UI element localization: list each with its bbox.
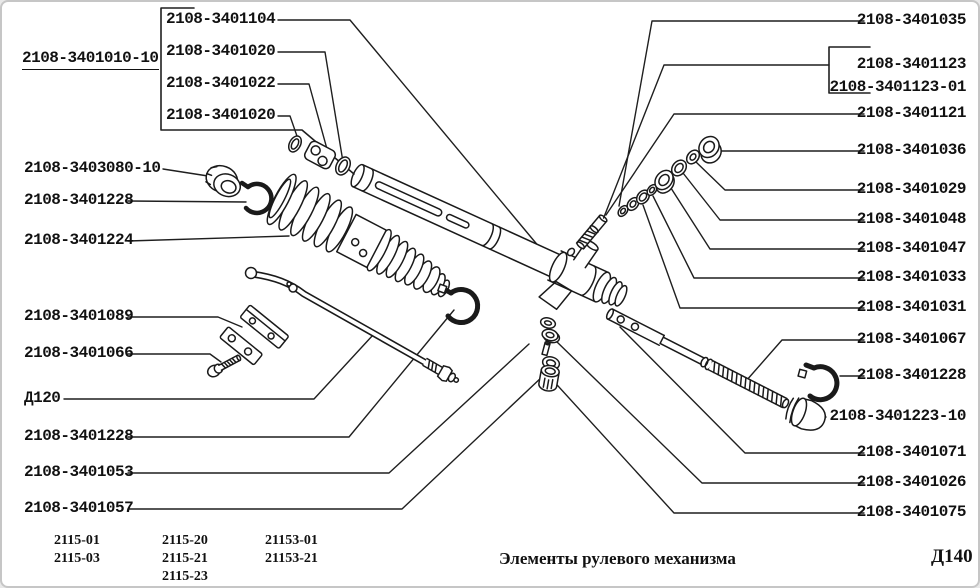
part-label-3401121: 2108-3401121 [856, 104, 967, 122]
pinion-shaft [575, 214, 608, 250]
part-label-3401022: 2108-3401022 [166, 74, 276, 92]
part-label-3401223-10: 2108-3401223-10 [829, 407, 966, 425]
part-label-3401048: 2108-3401048 [856, 210, 967, 228]
clamp-plate-upper [240, 304, 289, 349]
flanged-nut [698, 135, 722, 164]
leader-lines [63, 7, 871, 514]
part-label-3401047: 2108-3401047 [856, 239, 967, 257]
circlip-right [797, 362, 840, 403]
part-label-main-assembly: 2108-3401010-10 [22, 50, 159, 70]
support-bushing [205, 164, 242, 198]
part-label-3401026: 2108-3401026 [856, 473, 967, 491]
rack-bar [605, 308, 790, 409]
model-code: 21153-21 [265, 551, 318, 566]
part-label-3401020-a: 2108-3401020 [166, 42, 276, 60]
part-label-3401031: 2108-3401031 [856, 298, 967, 316]
model-code: 2115-01 [54, 533, 100, 548]
model-code: 2115-20 [162, 533, 208, 548]
tie-rod-threaded-end [422, 357, 460, 383]
part-label-3401224: 2108-3401224 [24, 231, 134, 249]
part-label-3401089: 2108-3401089 [24, 307, 134, 325]
circlip-center [437, 283, 481, 325]
u-joint-coupling [303, 140, 337, 170]
model-code: 2115-23 [162, 569, 208, 584]
ring [334, 156, 352, 176]
rack-housing-tube [350, 163, 566, 280]
part-label-3401035: 2108-3401035 [856, 11, 967, 29]
part-label-3401228-b: 2108-3401228 [24, 427, 134, 445]
circlip-left [239, 180, 274, 216]
part-label-d120-ref: Д120 [24, 389, 61, 407]
bracket-123-group [828, 46, 871, 94]
part-label-3401071: 2108-3401071 [856, 443, 967, 461]
washer [287, 135, 303, 153]
part-label-3401053: 2108-3401053 [24, 463, 134, 481]
part-label-3401057: 2108-3401057 [24, 499, 134, 517]
clamp-plate-lower [219, 326, 263, 366]
model-code: 21153-01 [265, 533, 318, 548]
part-label-3401228-c: 2108-3401228 [856, 366, 967, 384]
sheet-code: Д140 [931, 546, 973, 567]
bearing [654, 169, 675, 194]
part-label-3401075: 2108-3401075 [856, 503, 967, 521]
part-label-3401123-01: 2108-3401123-01 [829, 78, 966, 96]
model-code: 2115-21 [162, 551, 208, 566]
tie-rod [244, 266, 460, 383]
bellows-boot [266, 173, 451, 298]
diagram-caption: Элементы рулевого механизма [499, 549, 736, 568]
part-label-3401033: 2108-3401033 [856, 268, 967, 286]
part-label-3401104: 2108-3401104 [166, 10, 276, 28]
end-cap [785, 397, 826, 431]
part-label-3401020-b: 2108-3401020 [166, 106, 276, 124]
part-label-3403080-10: 2108-3403080-10 [24, 159, 161, 177]
part-label-3401228-a: 2108-3401228 [24, 191, 134, 209]
roller [566, 247, 576, 257]
part-label-3401123: 2108-3401123 [856, 55, 967, 73]
pinion-housing [538, 240, 628, 311]
part-label-3401066: 2108-3401066 [24, 344, 134, 362]
part-label-3401029: 2108-3401029 [856, 180, 967, 198]
model-code: 2115-03 [54, 551, 100, 566]
part-label-3401067: 2108-3401067 [856, 330, 967, 348]
support-stack [538, 317, 561, 392]
pinion-bearing-parts [617, 135, 722, 218]
bolt [206, 354, 242, 378]
part-label-3401036: 2108-3401036 [856, 141, 967, 159]
drawing-parts [205, 135, 840, 431]
